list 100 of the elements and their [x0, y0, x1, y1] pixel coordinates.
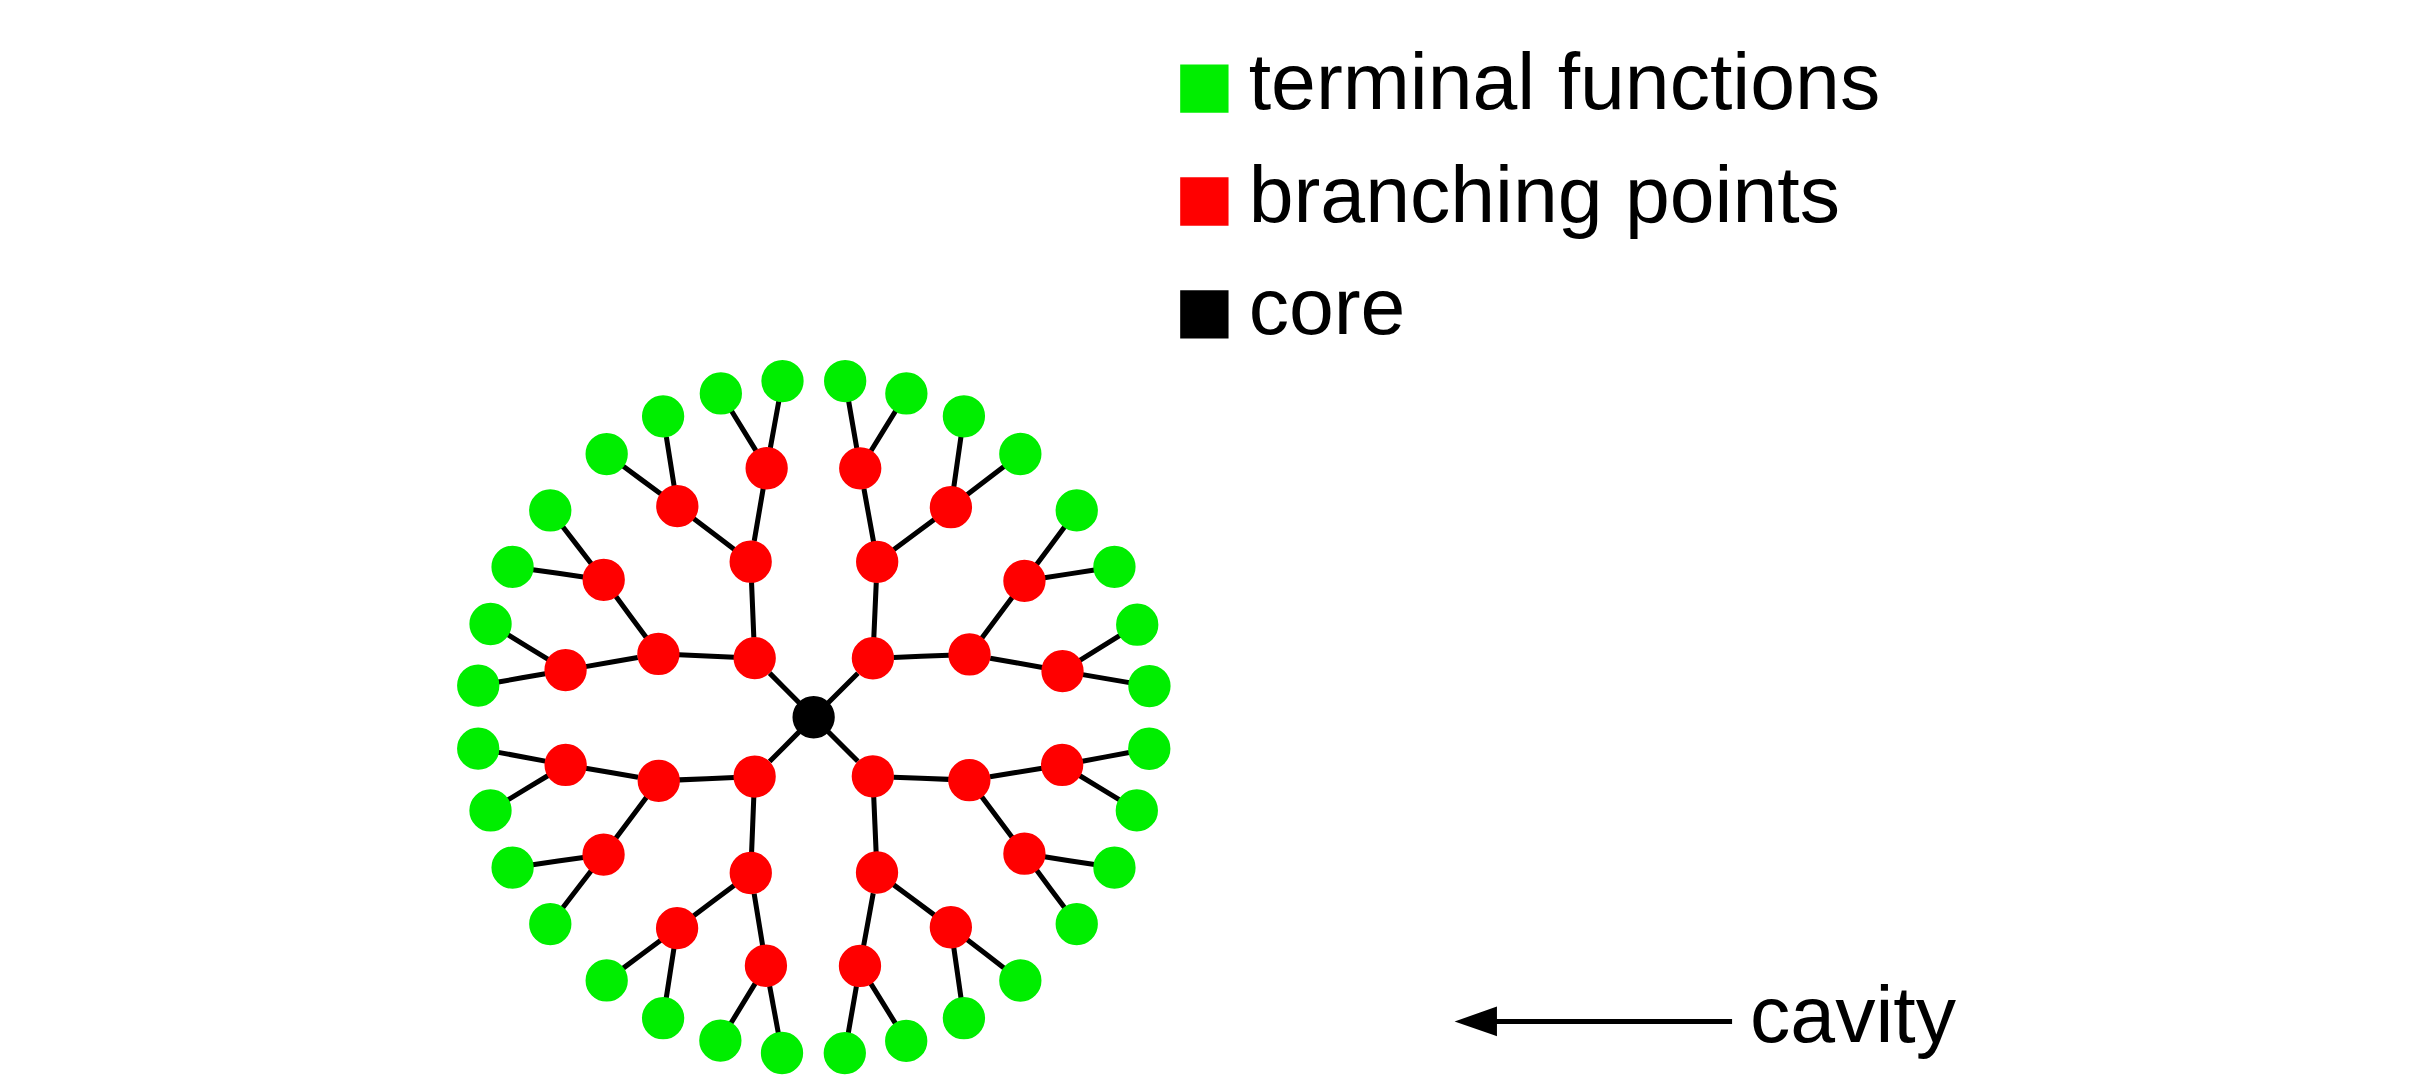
node-circle — [636, 632, 680, 676]
node-circle — [641, 997, 684, 1040]
connector — [1078, 633, 1121, 663]
node-circle — [729, 540, 772, 583]
node-circle — [1115, 603, 1158, 646]
node-circle — [528, 902, 571, 946]
node-circle — [699, 372, 742, 415]
connector — [892, 774, 949, 782]
connector — [950, 947, 963, 999]
node-circle — [1040, 743, 1083, 787]
node-text: cavity — [1749, 968, 1956, 1059]
node-circle — [544, 743, 587, 787]
node-circle — [998, 432, 1041, 476]
connector — [560, 869, 593, 910]
connector — [531, 854, 584, 868]
connector — [728, 409, 758, 453]
connector — [497, 671, 546, 685]
node-circle — [745, 447, 788, 490]
node-circle — [942, 395, 985, 438]
node-circle — [929, 906, 972, 949]
node-circle — [851, 637, 894, 680]
node-circle — [1002, 559, 1046, 603]
arrow — [1454, 1006, 1732, 1037]
node-circle — [760, 1031, 803, 1075]
connector — [1081, 750, 1130, 764]
node-circle — [792, 696, 835, 739]
node-circle — [698, 1019, 741, 1062]
connector — [891, 517, 936, 552]
connector — [1034, 868, 1067, 910]
node-circle — [456, 664, 499, 707]
connector — [964, 464, 1006, 497]
connector — [892, 652, 949, 660]
node-circle — [1127, 664, 1171, 708]
connector — [766, 985, 781, 1034]
connector — [870, 796, 879, 853]
node-circle — [490, 846, 534, 889]
connector — [950, 436, 963, 488]
connector — [1081, 672, 1130, 686]
connector — [691, 883, 736, 918]
connector — [767, 671, 801, 705]
node-circle — [543, 648, 587, 692]
node-circle — [1055, 489, 1098, 532]
connector — [870, 582, 879, 638]
node-circle — [744, 944, 787, 987]
legend-label: terminal functions — [1248, 35, 1880, 126]
connector — [531, 567, 584, 580]
connector — [560, 524, 593, 566]
node-circle — [641, 395, 684, 438]
connector — [663, 436, 677, 487]
connector — [691, 516, 736, 552]
node-circle — [582, 558, 625, 601]
connector — [825, 671, 860, 705]
node-circle — [1040, 650, 1084, 693]
node-circle — [581, 833, 625, 876]
connector — [678, 774, 734, 783]
connector — [891, 882, 936, 918]
connector — [728, 981, 758, 1025]
connector — [613, 594, 648, 639]
node-circle — [528, 489, 571, 532]
node-circle — [655, 485, 698, 528]
node-circle — [655, 907, 698, 950]
node-circle — [468, 602, 512, 646]
connector — [1034, 525, 1067, 567]
node-circle — [729, 851, 772, 895]
node-circle — [733, 637, 776, 680]
connector — [868, 409, 898, 453]
node-circle — [942, 997, 985, 1040]
connector — [845, 985, 859, 1034]
node-circle — [929, 486, 972, 529]
legend-label: branching points — [1248, 148, 1840, 239]
connector — [767, 729, 801, 764]
connector — [964, 937, 1006, 971]
node-circle — [851, 755, 894, 798]
node-circle — [838, 944, 881, 988]
connector — [751, 893, 765, 947]
node-circle — [760, 359, 804, 403]
node-circle — [1055, 902, 1098, 946]
node-circle — [1127, 727, 1170, 770]
connector — [860, 892, 876, 947]
connector — [751, 487, 766, 542]
connector — [613, 795, 649, 840]
connector — [1077, 773, 1121, 803]
node-circle — [585, 432, 628, 476]
node-circle — [947, 759, 990, 802]
node-circle — [1092, 846, 1136, 889]
node-circle — [855, 851, 898, 894]
node-circle — [998, 959, 1041, 1002]
node-circle — [1092, 545, 1136, 588]
node-circle — [1115, 789, 1158, 832]
node-circle — [490, 545, 534, 589]
connector — [1043, 567, 1095, 581]
connector — [584, 765, 638, 780]
connector — [663, 947, 676, 999]
connector — [497, 749, 546, 764]
node-circle — [884, 1019, 927, 1063]
node-circle — [947, 633, 991, 676]
node-circle — [585, 959, 628, 1002]
connector — [989, 765, 1043, 780]
connector — [845, 400, 859, 449]
connector — [620, 938, 662, 971]
